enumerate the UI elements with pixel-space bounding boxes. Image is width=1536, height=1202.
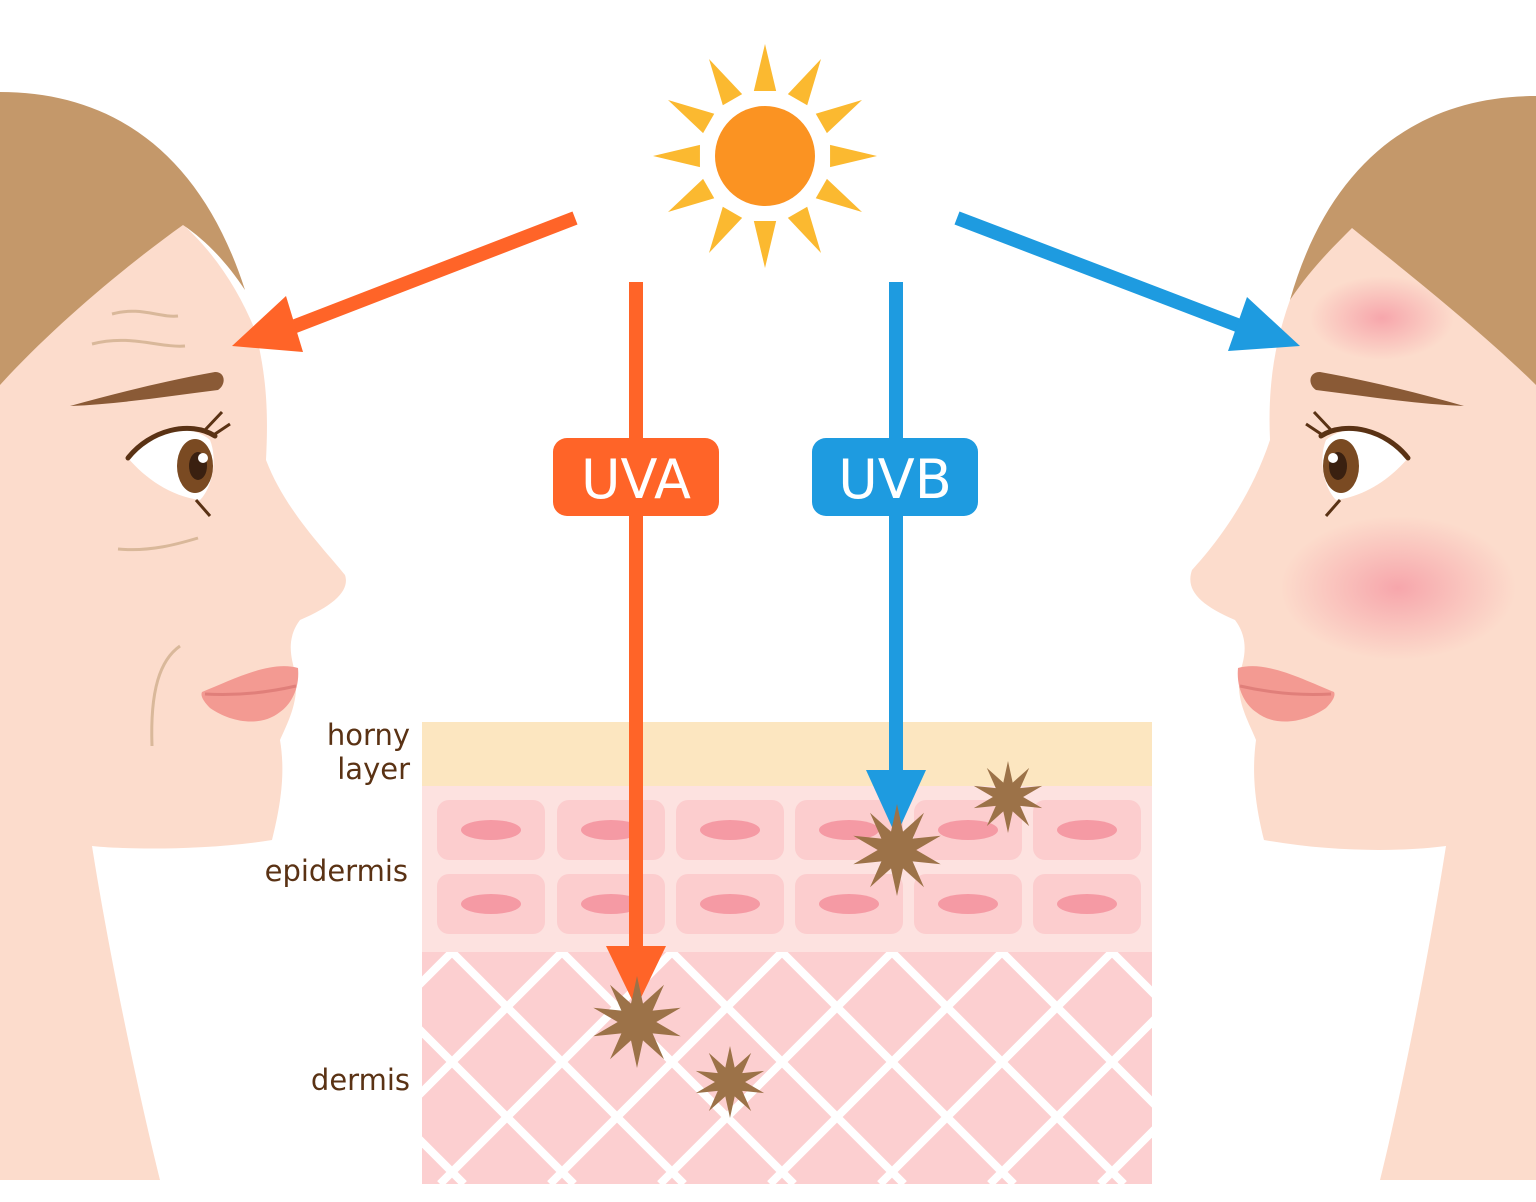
horny-layer [422,722,1152,786]
dermis-label: dermis [311,1063,410,1097]
sun-ray [830,145,877,167]
cell-nucleus [1057,894,1117,914]
sun-ray [709,59,742,105]
sun-ray [754,221,776,268]
sun-ray [653,145,700,167]
horny-layer-label-line1: horny [290,718,410,752]
sun-ray [816,179,862,212]
sun-core [715,106,815,206]
sun-ray [668,179,714,212]
uva-face-arrow-shaft [285,218,575,330]
sun-ray [788,59,821,105]
sun-icon [653,44,877,268]
cell-nucleus [819,894,879,914]
uvb-face-arrow-shaft [957,218,1245,328]
cell-nucleus [819,820,879,840]
left-face-aged [0,92,346,1180]
uva-label: UVA [581,448,691,511]
sun-ray [709,207,742,253]
sun-ray [754,44,776,91]
cell-nucleus [700,820,760,840]
horny-layer-label-line2: layer [290,752,410,786]
cheek-sunburn [1280,516,1516,660]
cell-nucleus [938,894,998,914]
sun-ray [788,207,821,253]
sun-ray [668,100,714,133]
right-face-burned [1190,96,1536,1180]
cell-nucleus [700,894,760,914]
cell-nucleus [461,894,521,914]
uvb-label: UVB [838,448,952,511]
epidermis-label: epidermis [265,854,408,888]
sun-ray [816,100,862,133]
right-eye-highlight [1328,453,1338,463]
left-eye-highlight [198,453,208,463]
cell-nucleus [461,820,521,840]
cell-nucleus [1057,820,1117,840]
horny-layer-label: horny layer [290,718,410,786]
